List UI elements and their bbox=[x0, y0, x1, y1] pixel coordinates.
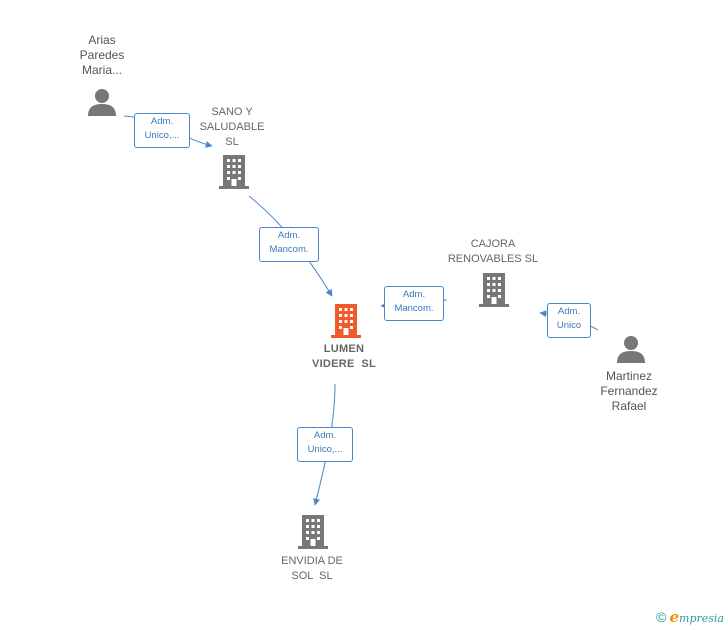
person-icon[interactable] bbox=[616, 334, 646, 364]
edge-label-martinez-cajora[interactable]: Adm. Unico bbox=[547, 303, 591, 338]
building-icon[interactable] bbox=[219, 155, 249, 189]
footer-brand: © empresia bbox=[656, 608, 724, 626]
building-icon[interactable] bbox=[479, 273, 509, 307]
node-label: Martinez Fernandez Rafael bbox=[600, 369, 658, 413]
node-sano-y-saludable-sl[interactable]: SANO Y SALUDABLE SL bbox=[187, 105, 277, 150]
node-label: Arias Paredes Maria... bbox=[79, 33, 125, 77]
node-martinez-fernandez-rafael[interactable]: Martinez Fernandez Rafael bbox=[588, 369, 670, 414]
node-cajora-renovables-sl[interactable]: CAJORA RENOVABLES SL bbox=[438, 237, 548, 267]
edge-label-arias-sano[interactable]: Adm. Unico,... bbox=[134, 113, 190, 148]
building-icon-focus[interactable] bbox=[331, 304, 361, 338]
person-icon[interactable] bbox=[87, 87, 117, 117]
edge-label-sano-lumen[interactable]: Adm. Mancom. bbox=[259, 227, 319, 262]
node-lumen-videre-sl[interactable]: LUMEN VIDERE SL bbox=[294, 342, 394, 372]
node-label: SANO Y SALUDABLE SL bbox=[199, 106, 265, 148]
node-label: CAJORA RENOVABLES SL bbox=[447, 238, 539, 265]
edge-label-cajora-lumen[interactable]: Adm. Mancom. bbox=[384, 286, 444, 321]
node-arias-paredes-maria[interactable]: Arias Paredes Maria... bbox=[62, 33, 142, 78]
copyright-symbol: © bbox=[656, 609, 667, 625]
node-label: LUMEN VIDERE SL bbox=[311, 343, 377, 370]
edge-label-lumen-envidia[interactable]: Adm. Unico,... bbox=[297, 427, 353, 462]
building-icon[interactable] bbox=[298, 515, 328, 549]
brand-logo: empresia bbox=[669, 608, 724, 626]
node-label: ENVIDIA DE SOL SL bbox=[281, 555, 343, 582]
node-envidia-de-sol-sl[interactable]: ENVIDIA DE SOL SL bbox=[262, 554, 362, 584]
